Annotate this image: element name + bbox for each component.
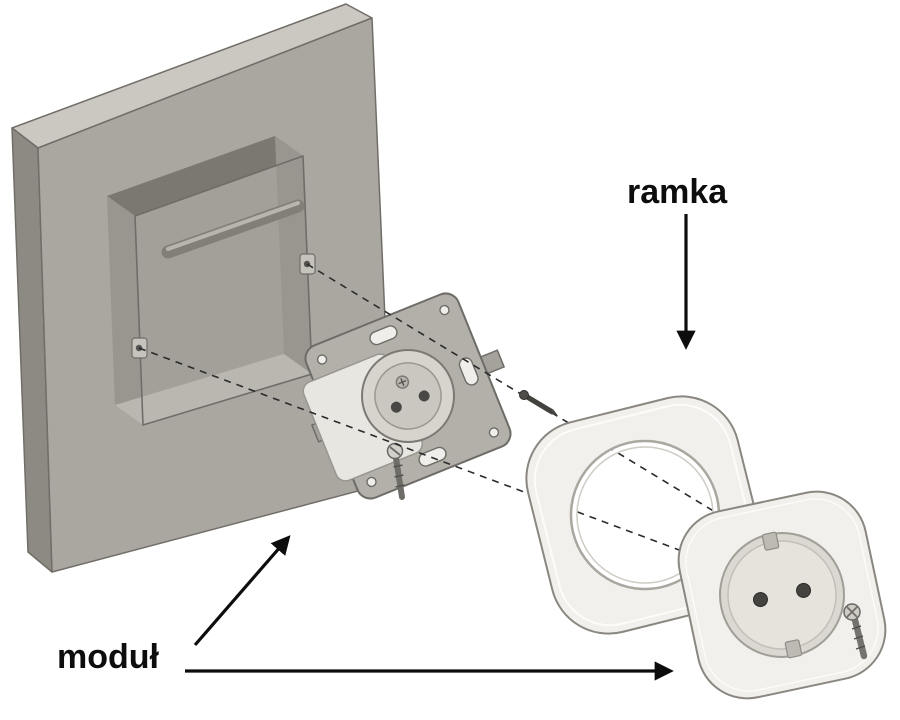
- mounting-module: [302, 292, 512, 500]
- module-screw-shaft: [393, 455, 405, 500]
- module-fixing-screw: [386, 442, 405, 500]
- frame-hole-bevel-outer: [569, 439, 721, 591]
- module-arrow-upper: [193, 535, 291, 647]
- module-corner-hole-br: [488, 427, 500, 438]
- module-screw-thread-3: [395, 484, 405, 488]
- socket-screw-thread-3: [855, 645, 866, 650]
- module-screw-thread-1: [393, 464, 403, 468]
- module-slot-top: [369, 325, 398, 346]
- recess-right-face: [275, 136, 312, 374]
- socket-screw-thread-2: [853, 635, 864, 640]
- conduit-pipe-highlight: [166, 201, 300, 251]
- module-screw-thread-2: [394, 474, 404, 478]
- socket-screw-shaft: [851, 616, 868, 660]
- socket-screw-thread-1: [851, 625, 862, 630]
- wall-box-illustration: [11, 3, 393, 573]
- recess-top-face: [107, 136, 303, 216]
- annotations: ramka moduł: [57, 173, 728, 681]
- axis-screw-tip: [550, 409, 558, 416]
- module-mechanism-inner: [374, 362, 442, 430]
- module-slot-bottom: [418, 446, 447, 467]
- module-label: moduł: [57, 638, 160, 676]
- socket-screw-cross-2: [846, 606, 858, 618]
- axis-screw: [519, 390, 558, 416]
- axis-screw-shaft: [525, 394, 554, 415]
- socket-ground-clip-bottom: [784, 639, 803, 659]
- module-corner-hole-bl: [366, 476, 377, 488]
- socket-cover-highlight: [685, 498, 879, 692]
- module-contact-hole-right: [418, 390, 430, 402]
- socket-cover: [677, 490, 887, 700]
- socket-fixing-screw: [843, 603, 868, 660]
- frame-label: ramka: [627, 173, 728, 211]
- recess-left-face: [107, 196, 143, 425]
- module-corner-hole-tl: [316, 354, 328, 365]
- conduit-pipe: [161, 199, 305, 259]
- socket-pin-hole-left: [752, 592, 768, 608]
- socket-ground-clip-top: [761, 531, 780, 551]
- module-center-screw-slot-v: [400, 378, 405, 387]
- axis-screw-head: [519, 390, 529, 400]
- module-corner-hole-tr: [439, 304, 450, 316]
- module-contact-hole-left: [390, 401, 402, 413]
- frame-edge-highlight: [533, 403, 757, 627]
- wall-recess: [107, 136, 316, 426]
- socket-pin-hole-right: [796, 582, 812, 598]
- frame-hole-bevel-inner: [576, 446, 714, 584]
- recess-floor-face: [115, 354, 312, 425]
- module-screw-head-slot: [389, 446, 401, 456]
